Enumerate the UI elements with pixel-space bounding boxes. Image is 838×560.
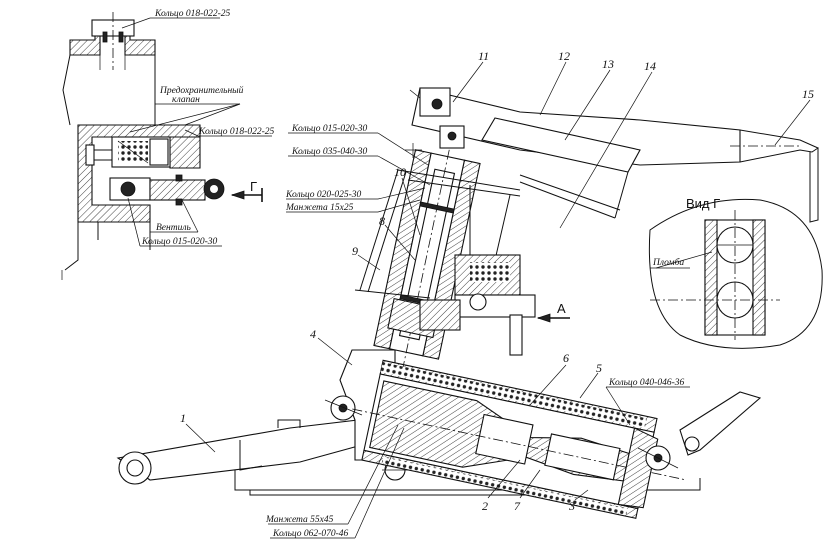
position-12: 12 — [558, 49, 570, 63]
view-g-title: Вид Г — [686, 196, 720, 211]
position-14: 14 — [644, 59, 656, 73]
view-a-arrow: А — [536, 301, 570, 323]
cylinder-assembly — [352, 359, 685, 519]
position-10: 10 — [394, 165, 406, 179]
view-a-letter: А — [557, 301, 566, 316]
view-g-detail: Вид Г Пломба — [648, 196, 823, 349]
position-9: 9 — [352, 244, 358, 258]
position-4: 4 — [310, 327, 316, 341]
label-ring-018-022-25-top: Кольцо 018-022-25 — [154, 9, 230, 19]
label-safety-valve-2: клапан — [172, 95, 200, 105]
column-assembly — [373, 132, 481, 368]
label-seal: Пломба — [652, 257, 684, 268]
label-ring-035-040-30: Кольцо 035-040-30 — [291, 147, 367, 157]
part-1-lever — [116, 417, 381, 485]
label-safety-valve-1: Предохранительный — [159, 85, 244, 96]
view-g-letter: Г — [250, 179, 257, 194]
label-valve: Вентиль — [156, 223, 191, 233]
position-7: 7 — [514, 499, 521, 513]
position-11: 11 — [478, 49, 489, 63]
label-ring-020-025-30: Кольцо 020-025-30 — [285, 190, 361, 200]
position-6: 6 — [563, 351, 569, 365]
main-assembly: А — [116, 87, 820, 519]
label-ring-015-020-30: Кольцо 015-020-30 — [291, 124, 367, 134]
label-ring-018-022-25-mid: Кольцо 018-022-25 — [198, 127, 274, 137]
position-15: 15 — [802, 87, 814, 101]
position-3: 3 — [568, 499, 575, 513]
label-cuff-55x45: Манжета 55х45 — [265, 515, 334, 525]
part-12-15-handle — [405, 87, 820, 223]
position-2: 2 — [482, 499, 488, 513]
position-13: 13 — [602, 57, 614, 71]
position-1: 1 — [180, 411, 186, 425]
callouts: Кольцо 015-020-30 Кольцо 035-040-30 Коль… — [180, 49, 814, 539]
label-cuff-15x25: Манжета 15х25 — [285, 203, 354, 213]
position-5: 5 — [596, 361, 602, 375]
view-g-arrow: Г — [230, 179, 263, 202]
position-8: 8 — [379, 214, 385, 228]
label-ring-062-070-46: Кольцо 062-070-46 — [272, 529, 348, 539]
valve-detail: Г Кольцо 018-022-25 Предохранительный кл… — [61, 9, 274, 280]
label-ring-040-046-36: Кольцо 040-046-36 — [608, 378, 684, 388]
safety-valve-spring — [117, 140, 149, 164]
label-ring-015-020-30-left: Кольцо 015-020-30 — [141, 237, 217, 247]
side-valve — [419, 254, 536, 356]
